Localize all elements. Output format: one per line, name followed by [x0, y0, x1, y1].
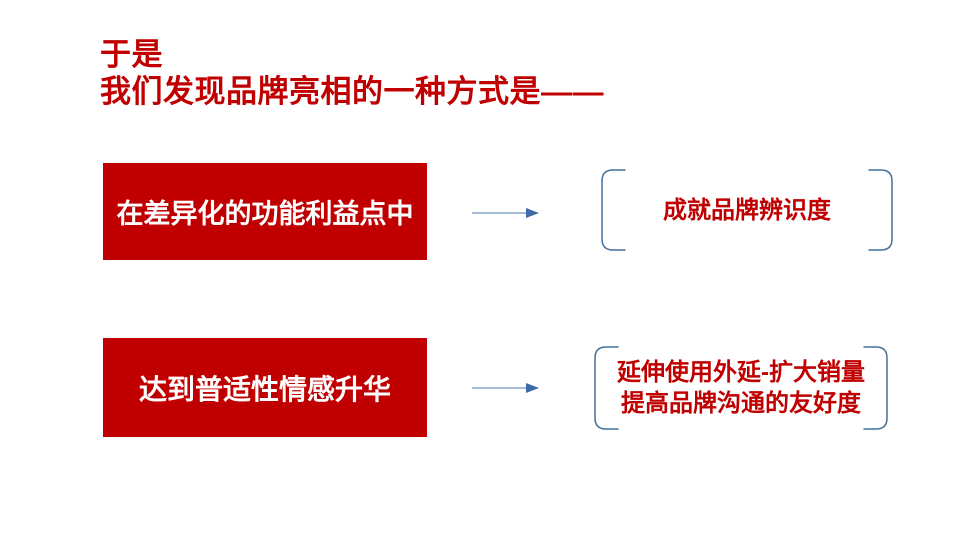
right-arrow-icon: [472, 208, 539, 218]
result-line: 延伸使用外延-扩大销量: [617, 359, 865, 386]
title-line-2: 我们发现品牌亮相的一种方式是——: [100, 74, 604, 109]
right-arrow-icon: [472, 383, 539, 393]
bracket-frame: [594, 346, 888, 430]
result-box-extension: 延伸使用外延-扩大销量 提高品牌沟通的友好度: [594, 346, 888, 430]
title-line-1: 于是: [100, 37, 163, 72]
source-box-differentiation: 在差异化的功能利益点中: [103, 163, 427, 260]
result-text: 延伸使用外延-扩大销量 提高品牌沟通的友好度: [617, 357, 865, 419]
source-box-emotion: 达到普适性情感升华: [103, 338, 427, 437]
result-line: 成就品牌辨识度: [663, 196, 831, 224]
result-text: 成就品牌辨识度: [663, 195, 831, 226]
bracket-frame: [601, 169, 893, 251]
source-box-label: 达到普适性情感升华: [138, 373, 391, 405]
result-box-recognition: 成就品牌辨识度: [601, 169, 893, 251]
result-line: 提高品牌沟通的友好度: [621, 390, 861, 417]
slide-title: 于是 我们发现品牌亮相的一种方式是——: [100, 36, 604, 110]
source-box-label: 在差异化的功能利益点中: [116, 199, 414, 229]
